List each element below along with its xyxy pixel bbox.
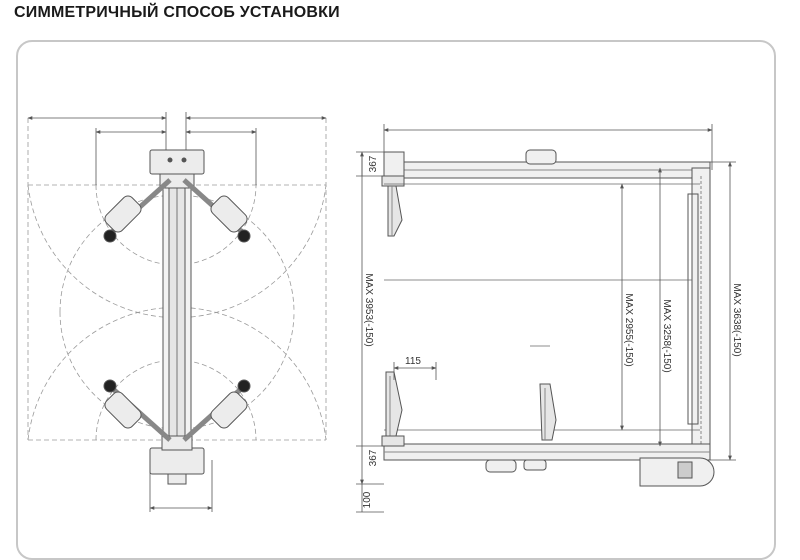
dim-inner-width: MAX 2955(-150) (623, 293, 634, 366)
upper-left-arm (103, 178, 172, 243)
page-title: СИММЕТРИЧНЫЙ СПОСОБ УСТАНОВКИ (14, 4, 340, 21)
right-column (687, 167, 711, 459)
lower-left-arm (103, 379, 172, 442)
dim-overall-width: MAX 3638(-150) (731, 283, 742, 356)
middle-arm-adapter (539, 383, 557, 441)
bottom-beam (383, 443, 715, 487)
lift-column (162, 157, 192, 459)
dim-total-height: MAX 3953(-150) (363, 273, 374, 346)
dim-rail-width: MAX 3258(-150) (661, 299, 672, 372)
arm-offset-dimension (393, 362, 437, 380)
overall-width-dimension (710, 161, 736, 461)
lower-right-arm (182, 379, 251, 442)
upper-right-arm (182, 178, 251, 243)
total-height-dimension (356, 151, 384, 513)
dim-bottom-extra: 100 (362, 491, 373, 508)
top-dimension-lines (27, 112, 327, 185)
bottom-carriage (149, 435, 205, 485)
top-beam (383, 149, 711, 183)
dim-arm-offset: 115 (405, 356, 421, 367)
lift-top-view (27, 112, 327, 512)
dim-top-offset: 367 (368, 155, 379, 172)
dim-bottom-offset: 367 (368, 449, 379, 466)
lift-side-view (356, 124, 736, 513)
installation-diagram: 367 367 100 MAX 3953(-150) 115 MAX 2955(… (27, 112, 742, 513)
top-carriage (149, 149, 205, 189)
bottom-left-post (381, 371, 405, 447)
top-left-post (381, 175, 405, 237)
